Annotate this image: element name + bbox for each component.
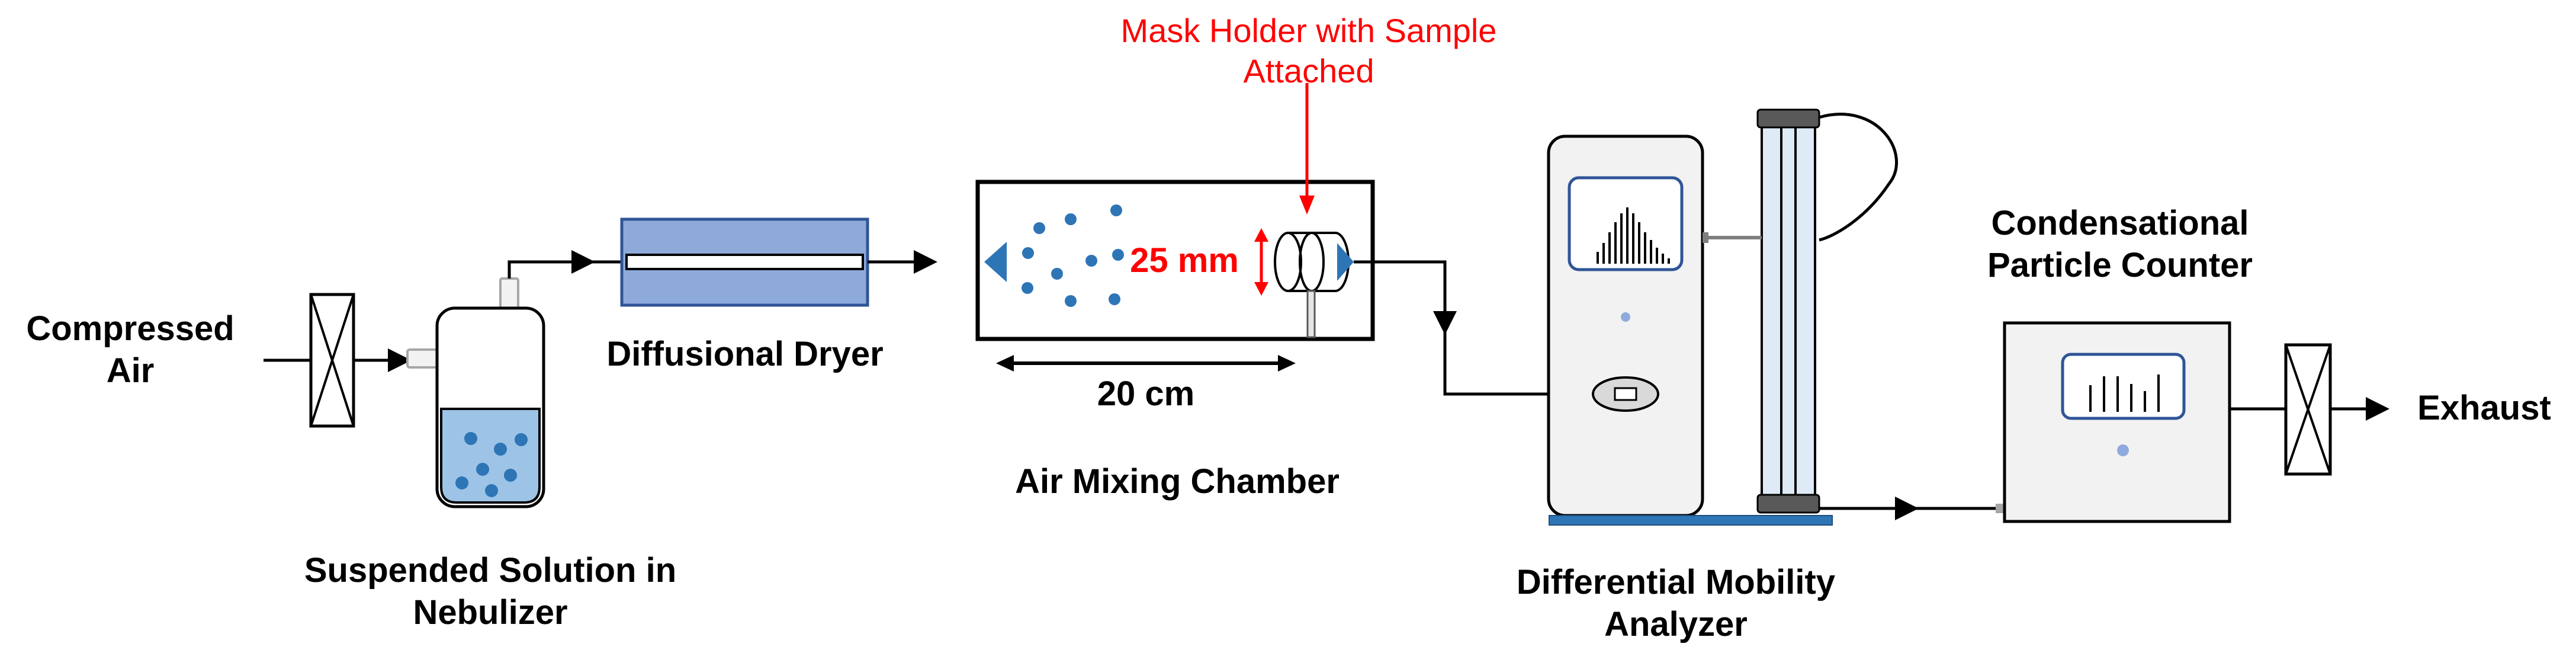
label-diameter: 25 mm [1130, 241, 1239, 280]
label-cpc: Condensational Particle Counter [1987, 204, 2253, 284]
particles-chamber [1022, 204, 1124, 307]
outlet-cone [1337, 243, 1354, 281]
label-compressed-air: Compressed Air [26, 309, 235, 390]
line-chamber-dma [1354, 260, 1593, 396]
mask-holder [1274, 232, 1350, 338]
diffusional-dryer [620, 217, 869, 307]
particles-solution [455, 432, 528, 497]
label-exhaust: Exhaust [2417, 389, 2551, 427]
dma-spectrum [1597, 207, 1670, 264]
dma-instrument [1547, 135, 1833, 526]
diameter-indicator [1254, 228, 1268, 296]
nebulizer-icon [406, 277, 545, 508]
length-indicator [996, 355, 1296, 372]
dma-base [1549, 515, 1833, 526]
exhaust-filter-icon [2284, 343, 2332, 476]
label-length: 20 cm [1097, 374, 1195, 413]
cpc-spectrum [2089, 374, 2160, 412]
inlet-cone [984, 242, 1007, 282]
label-dma: Differential Mobility Analyzer [1516, 563, 1836, 644]
filter-icon [309, 293, 355, 428]
mask-holder-pointer [1299, 83, 1315, 215]
line-nebulizer-dryer [508, 250, 622, 279]
label-mask-holder: Mask Holder with Sample Attached [1120, 12, 1497, 90]
dma-column [1703, 108, 1898, 514]
label-nebulizer: Suspended Solution in Nebulizer [304, 551, 677, 632]
label-chamber: Air Mixing Chamber [1015, 462, 1340, 501]
label-dryer: Diffusional Dryer [606, 335, 884, 373]
cpc-instrument [2003, 321, 2231, 523]
line-dma-cpc [1819, 497, 2005, 520]
